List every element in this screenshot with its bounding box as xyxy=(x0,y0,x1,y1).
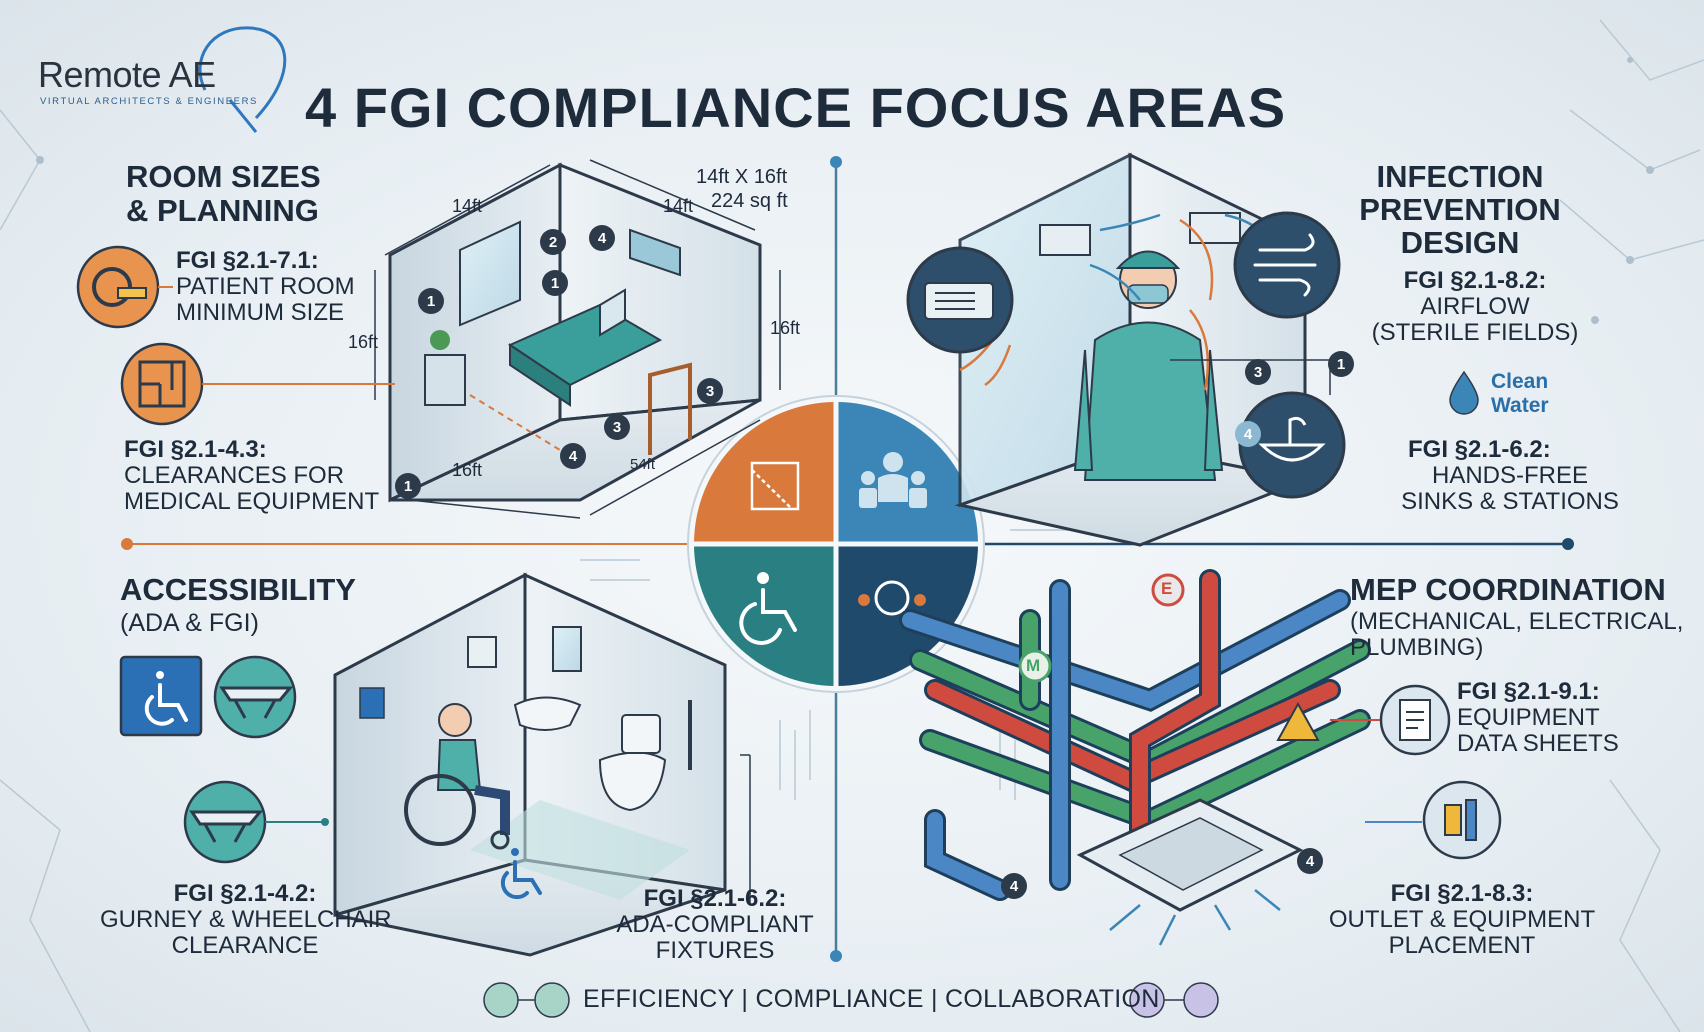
room-heading-1: ROOM SIZES xyxy=(126,159,321,194)
mechanical-label: M xyxy=(1026,656,1041,675)
access-code-2: FGI §2.1-6.2: xyxy=(643,885,787,912)
room-code-2: FGI §2.1-4.3: xyxy=(124,436,267,463)
number-badge: 4 xyxy=(1297,848,1323,874)
room-area-value: 224 sq ft xyxy=(711,190,788,212)
number-badge: 1 xyxy=(395,473,421,499)
infection-heading-3: DESIGN xyxy=(1400,225,1520,260)
mep-code-2: FGI §2.1-8.3: xyxy=(1390,880,1534,907)
access-desc-1a: GURNEY & WHEELCHAIR xyxy=(100,906,392,933)
access-heading: ACCESSIBILITY xyxy=(120,572,356,607)
access-code-1: FGI §2.1-4.2: xyxy=(173,880,317,907)
electrical-label: E xyxy=(1161,579,1173,598)
dimension-label: 16ft xyxy=(452,460,483,480)
room-heading-2: & PLANNING xyxy=(126,193,319,228)
dimension-label: 54ft xyxy=(630,456,656,473)
mep-desc-1a: EQUIPMENT xyxy=(1457,704,1600,731)
outlet-icon xyxy=(1444,799,1477,841)
infection-desc-1a: AIRFLOW xyxy=(1420,293,1530,320)
dimension-label: 16ft xyxy=(348,332,379,352)
document-icon xyxy=(1399,699,1431,741)
clean-water-label-2: Water xyxy=(1491,394,1549,417)
number-badge: 4 xyxy=(1235,421,1261,447)
room-desc-2b: MEDICAL EQUIPMENT xyxy=(124,488,380,515)
access-desc-2a: ADA-COMPLIANT xyxy=(616,911,814,938)
room-area-label: 14ft X 16ft xyxy=(696,166,788,188)
dimension-label: 14ft xyxy=(663,196,694,216)
airflow-icon xyxy=(1253,233,1317,297)
access-desc-1b: CLEARANCE xyxy=(171,932,319,959)
sterile-room-illustration xyxy=(954,152,1311,547)
footer-icon-2 xyxy=(534,982,570,1018)
mep-pipe-network xyxy=(899,569,1371,901)
number-badge: 4 xyxy=(560,443,586,469)
number-badge: 4 xyxy=(589,225,615,251)
footer-tagline: EFFICIENCY | COMPLIANCE | COLLABORATION xyxy=(583,985,1160,1013)
number-badge: 2 xyxy=(540,229,566,255)
brand-logo-text: Remote AE xyxy=(38,54,216,95)
footer-icon-1 xyxy=(483,982,519,1018)
air-unit-icon xyxy=(924,282,994,320)
floor-wheelchair-icon xyxy=(500,848,542,900)
gurney-icon xyxy=(189,810,264,843)
blueprint-icon xyxy=(750,461,800,511)
number-badge: 3 xyxy=(697,378,723,404)
room-desc-1b: MINIMUM SIZE xyxy=(176,299,344,326)
room-code-1: FGI §2.1-7.1: xyxy=(176,247,319,274)
mep-heading: MEP COORDINATION xyxy=(1350,572,1666,607)
infection-desc-2b: SINKS & STATIONS xyxy=(1401,488,1619,515)
infection-desc-1b: (STERILE FIELDS) xyxy=(1371,319,1579,346)
infection-heading-2: PREVENTION xyxy=(1359,192,1561,227)
mep-subheading-1: (MECHANICAL, ELECTRICAL, xyxy=(1350,608,1684,635)
room-desc-2a: CLEARANCES FOR xyxy=(124,462,345,489)
infection-code-2: FGI §2.1-6.2: xyxy=(1408,436,1551,463)
number-badge: 3 xyxy=(1245,359,1271,385)
infection-code-1: FGI §2.1-8.2: xyxy=(1403,267,1547,294)
ceiling-diffuser xyxy=(1076,798,1304,912)
infection-desc-2a: HANDS-FREE xyxy=(1431,462,1588,489)
wheelchair-icon xyxy=(739,572,797,645)
access-desc-2b: FIXTURES xyxy=(655,937,775,964)
infection-heading-1: INFECTION xyxy=(1376,159,1544,194)
people-icon xyxy=(859,452,927,508)
warning-icon xyxy=(1276,701,1320,741)
clean-water-label-1: Clean xyxy=(1491,370,1549,393)
stretcher-icon xyxy=(219,686,294,719)
mep-code-1: FGI §2.1-9.1: xyxy=(1457,678,1600,705)
room-desc-1a: PATIENT ROOM xyxy=(176,273,355,300)
mep-desc-2a: OUTLET & EQUIPMENT xyxy=(1328,906,1596,933)
dimension-label: 14ft xyxy=(452,196,483,216)
page-title: 4 FGI COMPLIANCE FOCUS AREAS xyxy=(305,76,1287,139)
number-badge: 1 xyxy=(1328,351,1354,377)
water-drop-icon xyxy=(1449,370,1479,415)
mep-desc-2b: PLACEMENT xyxy=(1388,932,1536,959)
footer-icon-4 xyxy=(1183,982,1219,1018)
mep-subheading-2: PLUMBING) xyxy=(1350,634,1484,661)
tape-measure-icon xyxy=(92,267,147,307)
logo-pin-icon xyxy=(198,26,287,120)
dimension-label: 16ft xyxy=(770,318,801,338)
number-badge: 3 xyxy=(604,414,630,440)
wheelchair-user-figure xyxy=(404,703,510,850)
accessible-bathroom-illustration xyxy=(333,572,727,957)
sink-icon xyxy=(1258,416,1326,462)
brand-tagline: VIRTUAL ARCHITECTS & ENGINEERS xyxy=(40,96,258,107)
access-subheading: (ADA & FGI) xyxy=(120,609,259,637)
central-quadrant-circle xyxy=(687,395,985,693)
number-badge: 1 xyxy=(418,288,444,314)
mep-desc-1b: DATA SHEETS xyxy=(1457,730,1619,757)
floor-plan-icon xyxy=(138,360,186,408)
number-badge: 1 xyxy=(542,270,568,296)
number-badge: 4 xyxy=(1001,873,1027,899)
